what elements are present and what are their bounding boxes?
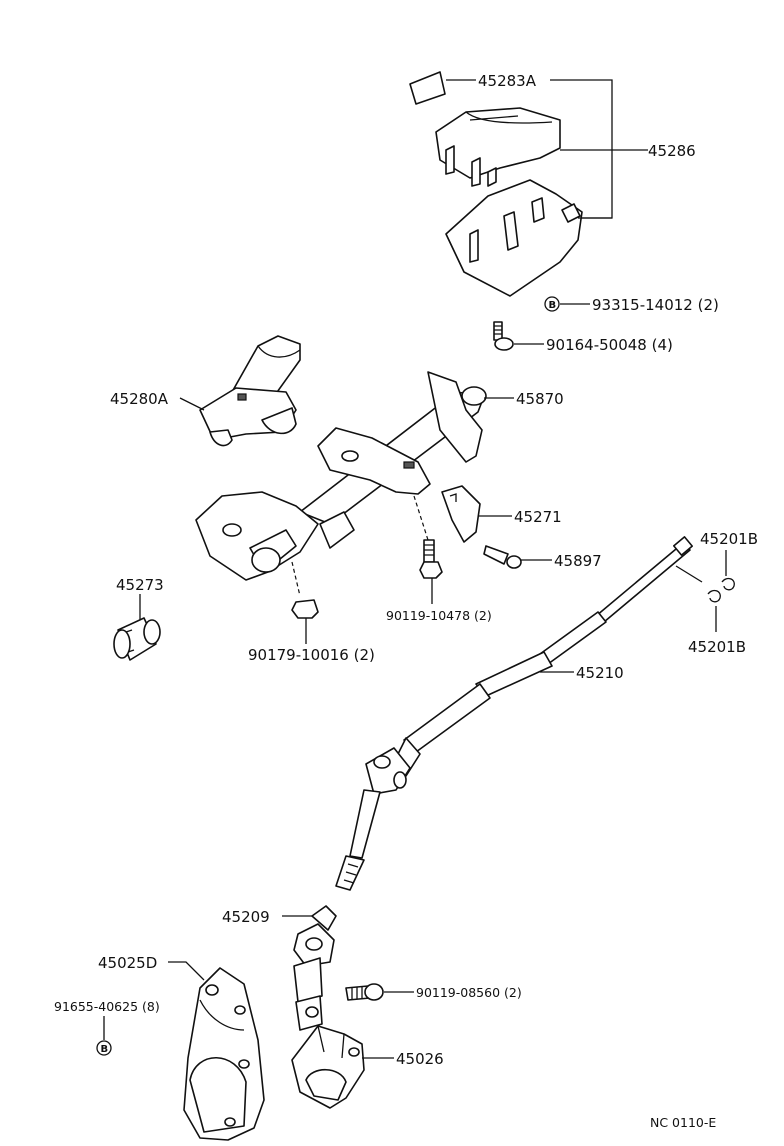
figure-reference-code: NC 0110-E: [650, 1115, 716, 1130]
label-90119-08560: 90119-08560 (2): [416, 985, 522, 1000]
label-45897: 45897: [554, 552, 602, 570]
label-45209: 45209: [222, 908, 270, 926]
b-marker-91655: B: [96, 1040, 112, 1056]
part-45209-universal-joint: [293, 905, 337, 1031]
part-45273-bushing: [113, 617, 161, 661]
label-45286: 45286: [648, 142, 696, 160]
label-90179-10016: 90179-10016 (2): [248, 646, 375, 664]
label-45280A: 45280A: [110, 390, 169, 408]
label-45201B-top: 45201B: [700, 530, 758, 548]
part-90119-10478-bolt: [419, 539, 443, 579]
part-45210-steering-shaft: [335, 536, 703, 891]
part-90179-nut: [291, 599, 319, 619]
label-93315-14012: 93315-14012 (2): [592, 296, 719, 314]
part-45201B-clip-upper: [721, 577, 735, 591]
part-45271-cover: [441, 485, 481, 543]
part-45897-pin: [483, 545, 522, 569]
part-90119-08560-bolt: [345, 983, 384, 1001]
part-45026-bracket: [291, 1025, 365, 1109]
label-45273: 45273: [116, 576, 164, 594]
label-45271: 45271: [514, 508, 562, 526]
svg-text:B: B: [549, 300, 557, 311]
part-45280A-bracket: [199, 335, 301, 447]
part-45870-column-tube: [195, 371, 487, 581]
part-90164-screw: [493, 321, 514, 351]
label-45870: 45870: [516, 390, 564, 408]
label-91655-40625: 91655-40625 (8): [54, 999, 160, 1014]
label-90164-50048: 90164-50048 (4): [546, 336, 673, 354]
part-45286-lower-cover: [445, 179, 583, 297]
label-90119-10478: 90119-10478 (2): [386, 608, 492, 623]
svg-text:B: B: [101, 1044, 109, 1055]
b-marker-93315: B: [544, 296, 560, 312]
label-45210: 45210: [576, 664, 624, 682]
part-45201B-clip-lower: [707, 589, 721, 603]
label-45201B-bottom: 45201B: [688, 638, 746, 656]
label-45283A: 45283A: [478, 72, 537, 90]
part-45286-upper-cover: [435, 107, 561, 187]
part-45283A-label-sticker: [409, 71, 446, 105]
label-45025D: 45025D: [98, 954, 157, 972]
label-45026: 45026: [396, 1050, 444, 1068]
part-45025D-cover: [183, 967, 265, 1141]
